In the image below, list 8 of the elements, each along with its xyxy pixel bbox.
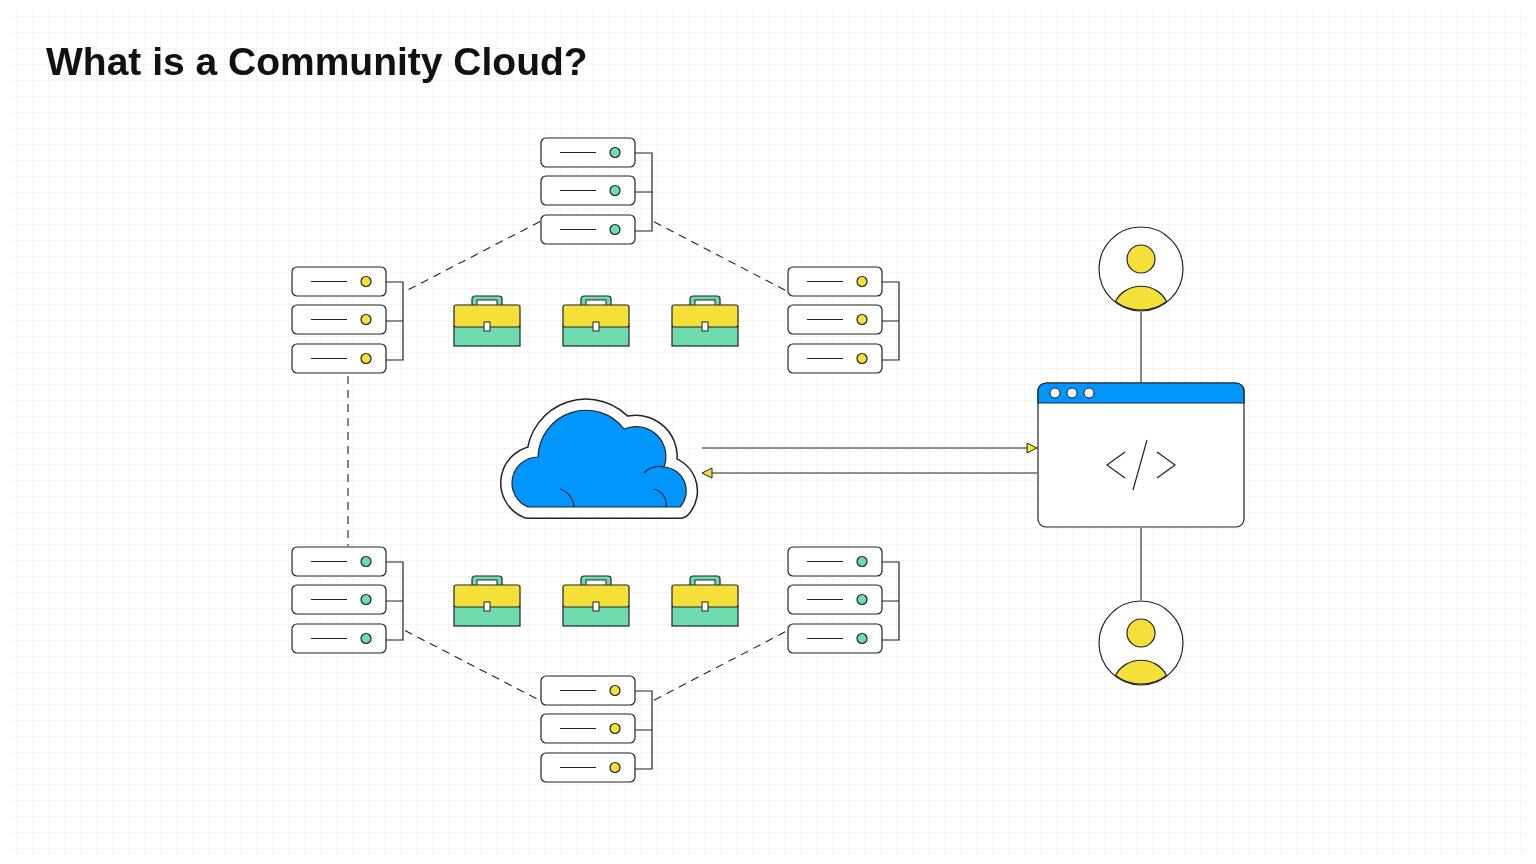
connector-line (653, 221, 788, 292)
connector-line (1140, 527, 1142, 601)
connector-line (1140, 311, 1142, 383)
title: What is a Community Cloud? (46, 40, 588, 84)
connector-line (347, 375, 349, 547)
arrow (701, 467, 1038, 479)
arrow (701, 442, 1038, 454)
connector-line (653, 630, 788, 701)
